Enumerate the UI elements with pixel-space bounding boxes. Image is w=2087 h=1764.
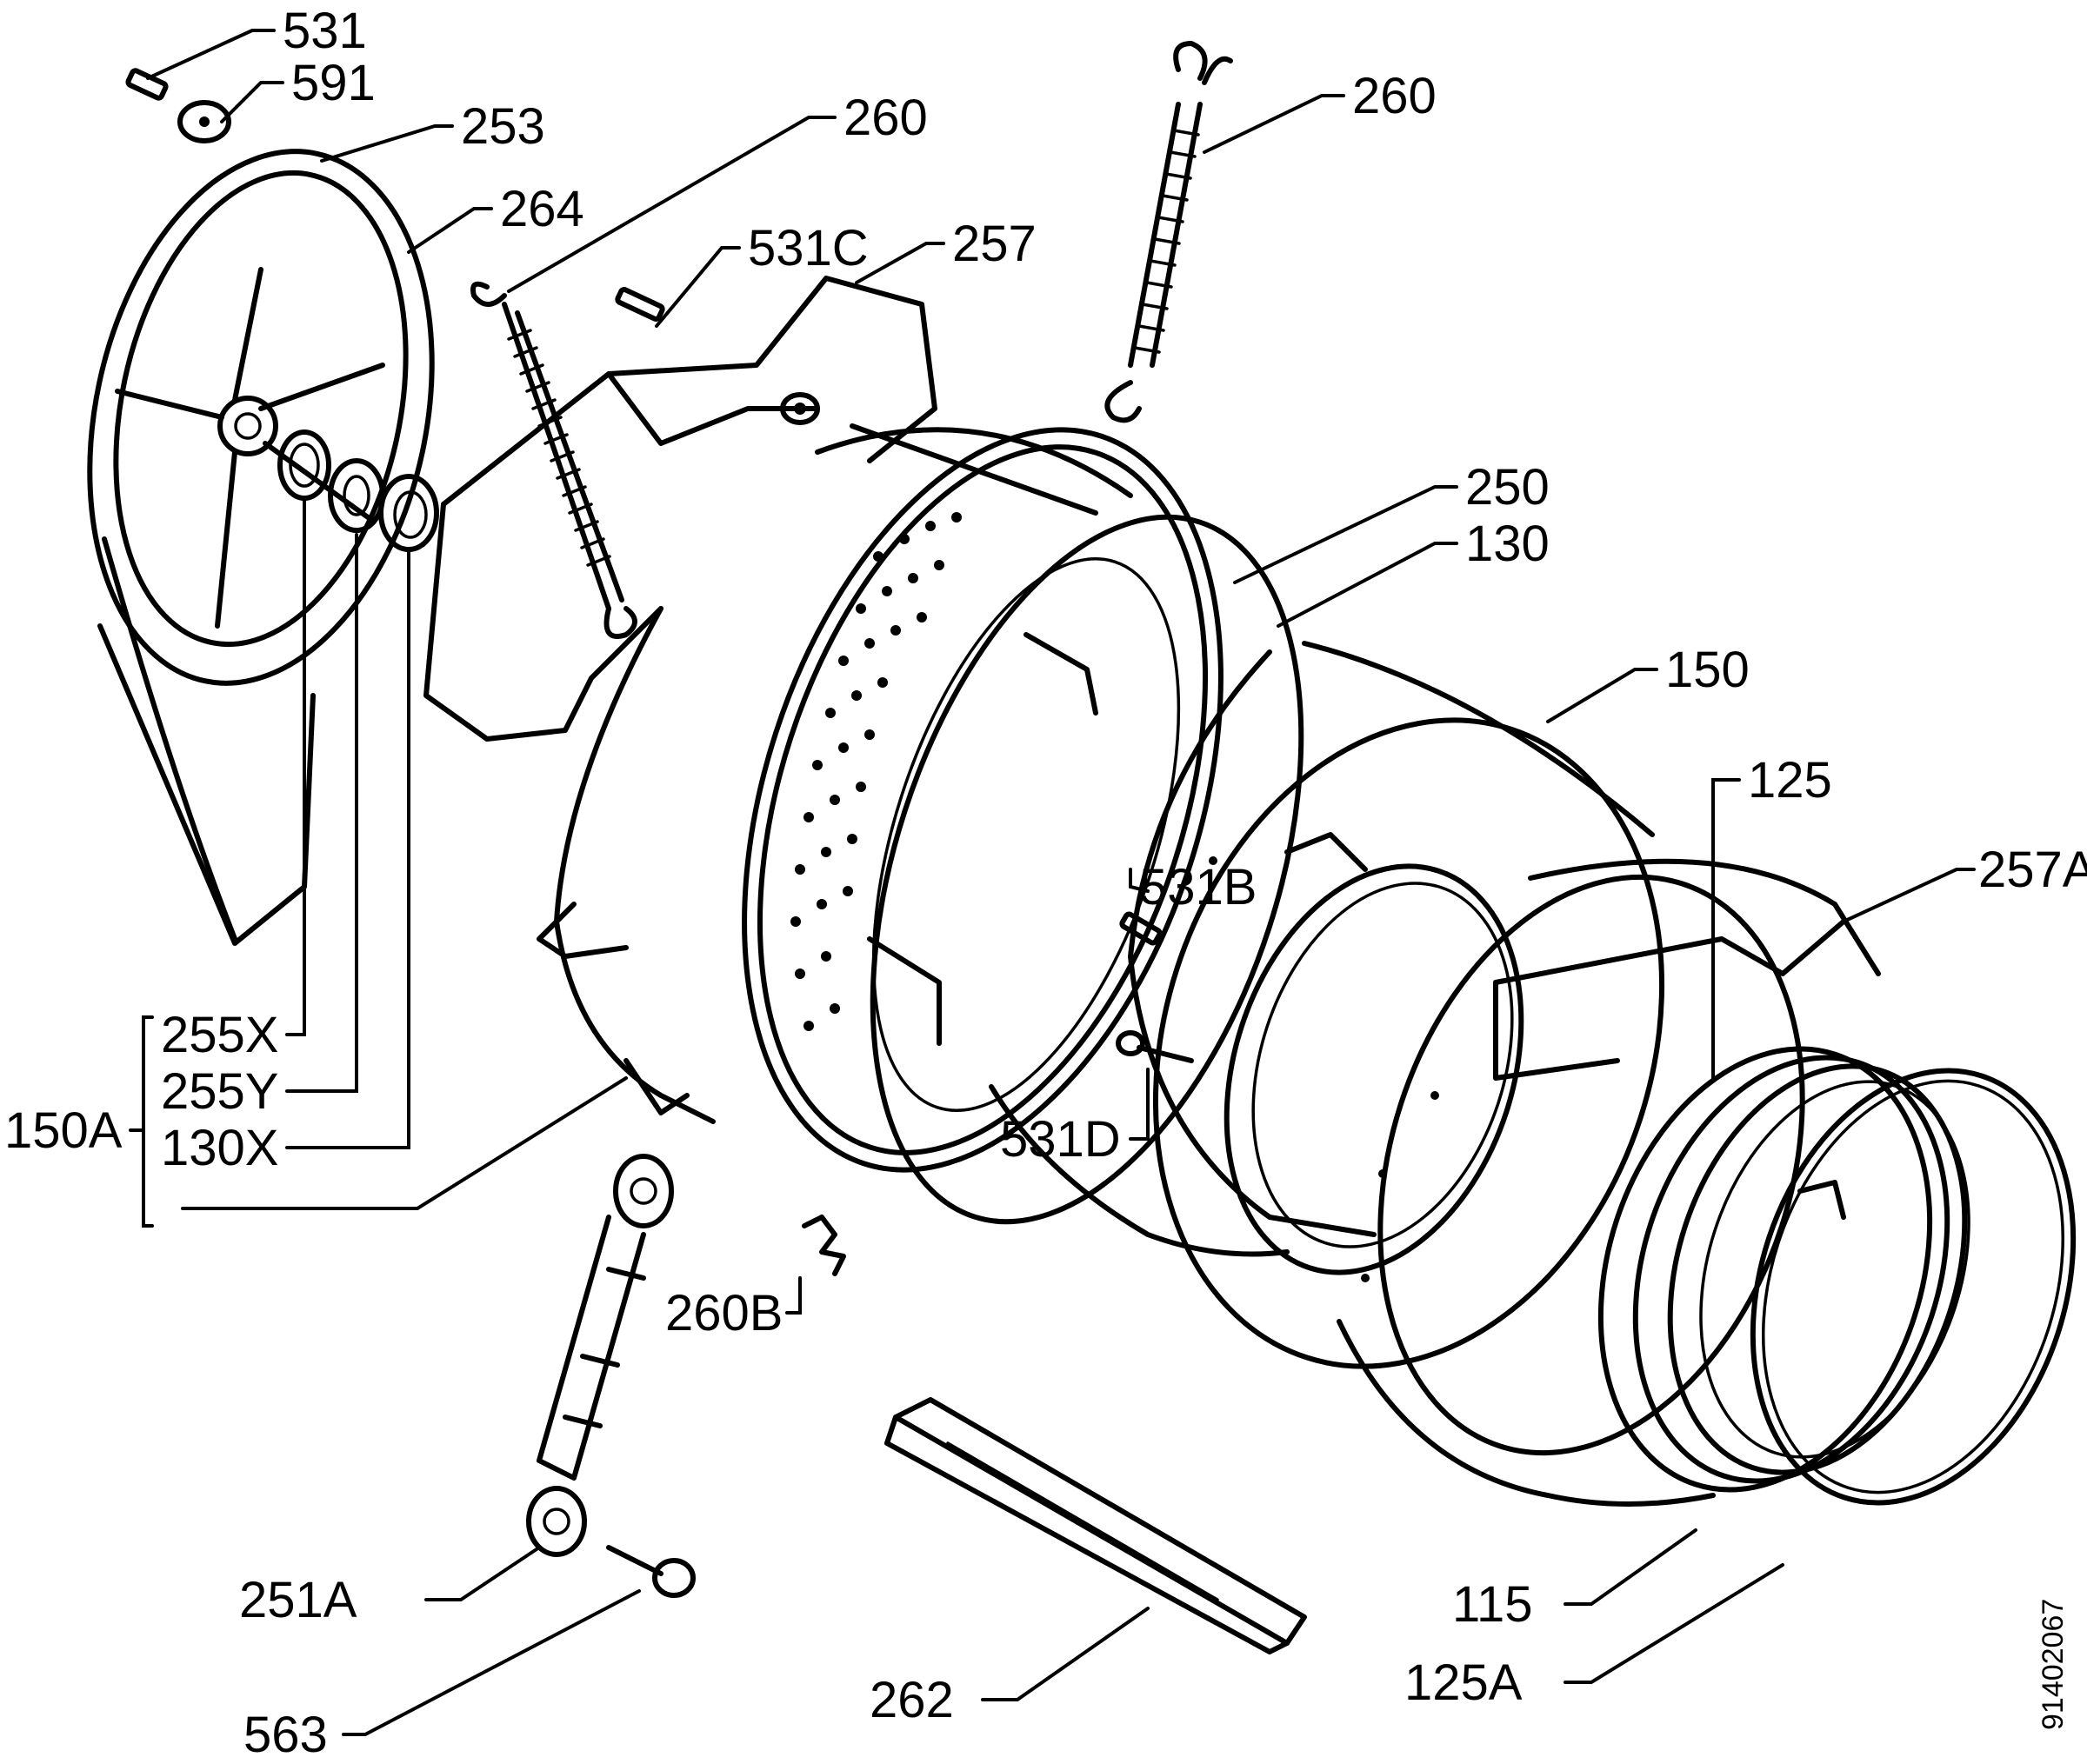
shock-absorber bbox=[526, 1154, 674, 1557]
label-531: 531 bbox=[283, 3, 367, 59]
label-125a: 125A bbox=[1404, 1654, 1523, 1711]
drum-pulley bbox=[87, 149, 435, 946]
label-251a: 251A bbox=[239, 1572, 357, 1628]
label-563: 563 bbox=[243, 1707, 328, 1763]
clamp-ring bbox=[1750, 1068, 2077, 1506]
sump-channel bbox=[884, 1397, 1307, 1654]
drum-seal-ring bbox=[870, 514, 1304, 1225]
label-130x: 130X bbox=[161, 1120, 278, 1176]
label-250: 250 bbox=[1465, 459, 1550, 516]
label-260-right: 260 bbox=[1352, 68, 1437, 124]
door-gasket bbox=[1597, 1046, 1970, 1493]
callout-labels: 531 591 253 264 260 260 531C 257 250 130… bbox=[4, 3, 2087, 1763]
label-255x: 255X bbox=[161, 1007, 278, 1063]
label-257a: 257A bbox=[1978, 842, 2087, 898]
bolt-563 bbox=[606, 1545, 696, 1598]
label-260b: 260B bbox=[665, 1285, 783, 1341]
label-125: 125 bbox=[1748, 752, 1832, 809]
leader-lines bbox=[129, 29, 1976, 1736]
clip-260b bbox=[802, 1215, 846, 1276]
label-260-left: 260 bbox=[843, 90, 928, 146]
document-number: 91402067 bbox=[2037, 1599, 2070, 1730]
label-591: 591 bbox=[291, 55, 376, 111]
label-253: 253 bbox=[461, 98, 545, 155]
rear-tub-half bbox=[423, 276, 937, 1124]
label-150a: 150A bbox=[4, 1102, 123, 1159]
label-264: 264 bbox=[500, 181, 584, 237]
bearing-set bbox=[277, 429, 439, 552]
label-257: 257 bbox=[952, 216, 1037, 272]
screw-531b bbox=[1119, 911, 1163, 946]
label-262: 262 bbox=[870, 1672, 954, 1728]
front-tub-half bbox=[989, 641, 1665, 1369]
drum-perforations bbox=[790, 512, 962, 1031]
washer-591 bbox=[177, 100, 231, 143]
label-130: 130 bbox=[1465, 516, 1550, 572]
drum bbox=[742, 423, 1224, 1173]
spring-right bbox=[1104, 41, 1233, 423]
label-115: 115 bbox=[1452, 1576, 1532, 1633]
label-255y: 255Y bbox=[161, 1063, 278, 1120]
label-150: 150 bbox=[1665, 642, 1750, 698]
label-531c: 531C bbox=[748, 220, 869, 276]
label-531b: 531B bbox=[1139, 859, 1257, 915]
screw-531c bbox=[615, 287, 665, 322]
spring-left bbox=[470, 281, 637, 639]
label-531d: 531D bbox=[1000, 1111, 1121, 1168]
counterweight bbox=[1337, 858, 1881, 1507]
screw-531d bbox=[1116, 1030, 1194, 1063]
